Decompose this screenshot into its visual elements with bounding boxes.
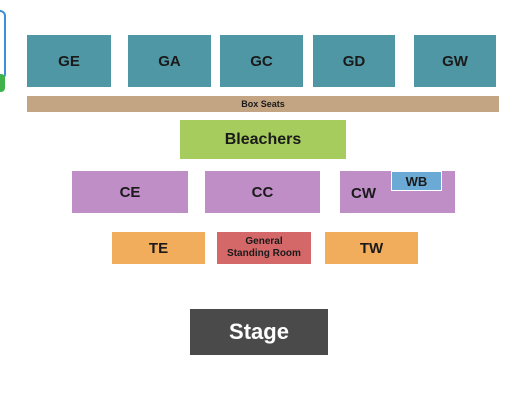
section-ge-label: GE [58, 52, 80, 70]
section-ga-label: GA [158, 52, 181, 70]
section-cc[interactable]: CC [205, 171, 320, 213]
stage: Stage [190, 309, 328, 355]
map-control-widget[interactable] [0, 10, 6, 80]
section-gd-label: GD [342, 52, 366, 70]
gsr-label-line1: General [245, 236, 283, 247]
section-ce-label: CE [119, 183, 141, 201]
status-indicator-icon [0, 74, 5, 92]
gsr-label-line2: Standing Room [227, 248, 301, 259]
section-general-standing-room[interactable]: General Standing Room [217, 232, 311, 264]
section-wb-label: WB [405, 173, 428, 189]
section-gw-label: GW [442, 52, 468, 70]
section-bleachers-label: Bleachers [224, 130, 302, 148]
section-tw[interactable]: TW [325, 232, 418, 264]
section-box-seats-label: Box Seats [241, 99, 285, 109]
section-box-seats[interactable]: Box Seats [27, 96, 499, 112]
section-te-label: TE [148, 239, 169, 257]
stage-label: Stage [229, 319, 289, 344]
section-ga[interactable]: GA [128, 35, 211, 87]
section-gw[interactable]: GW [414, 35, 496, 87]
section-tw-label: TW [359, 239, 384, 257]
section-cw-label: CW [351, 184, 376, 202]
section-ce[interactable]: CE [72, 171, 188, 213]
section-cc-label: CC [251, 183, 274, 201]
section-gd[interactable]: GD [313, 35, 395, 87]
section-wb[interactable]: WB [391, 171, 442, 191]
section-te[interactable]: TE [112, 232, 205, 264]
section-ge[interactable]: GE [27, 35, 111, 87]
section-gc[interactable]: GC [220, 35, 303, 87]
section-gc-label: GC [250, 52, 273, 70]
section-bleachers[interactable]: Bleachers [180, 120, 346, 159]
